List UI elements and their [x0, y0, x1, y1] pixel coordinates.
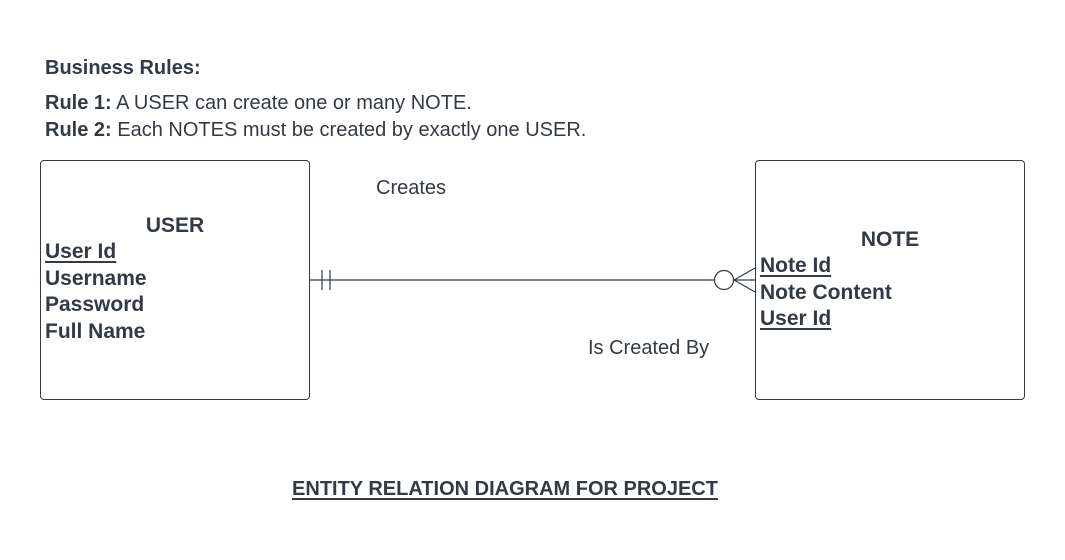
rule-2-text: Each NOTES must be created by exactly on… [117, 119, 587, 141]
note-attribute-list: Note Id Note Content User Id [760, 253, 892, 333]
rule-2: Rule 2: Each NOTES must be created by ex… [45, 117, 745, 144]
user-attribute-list: User Id Username Password Full Name [45, 239, 147, 346]
note-entity: NOTE Note Id Note Content User Id [755, 160, 1025, 400]
relationship-label-creates: Creates [376, 177, 447, 199]
rule-1: Rule 1: A USER can create one or many NO… [45, 90, 745, 117]
user-attr-password: Password [45, 293, 145, 317]
user-attr-username: Username [45, 266, 147, 290]
note-entity-title: NOTE [860, 228, 920, 251]
rule-1-label: Rule 1: [45, 92, 112, 114]
user-cardinality-one-mandatory-icon [321, 270, 331, 290]
relationship-label-is-created-by: Is Created By [588, 337, 710, 359]
note-attr-user-id: User Id [760, 307, 832, 331]
user-entity-title: USER [145, 214, 205, 237]
user-entity: USER User Id Username Password Full Name [40, 160, 310, 400]
diagram-title: ENTITY RELATION DIAGRAM FOR PROJECT [292, 478, 718, 500]
business-rules-heading: Business Rules: [45, 57, 201, 79]
rule-2-label: Rule 2: [45, 119, 112, 141]
note-attr-note-content: Note Content [760, 280, 892, 304]
note-attr-note-id: Note Id [760, 254, 832, 277]
note-cardinality-zero-many-icon [713, 267, 756, 293]
user-attr-user-id: User Id [45, 240, 117, 263]
business-rules: Business Rules: Rule 1: A USER can creat… [45, 56, 745, 144]
user-attr-full-name: Full Name [45, 320, 146, 344]
rule-1-text: A USER can create one or many NOTE. [116, 92, 472, 114]
